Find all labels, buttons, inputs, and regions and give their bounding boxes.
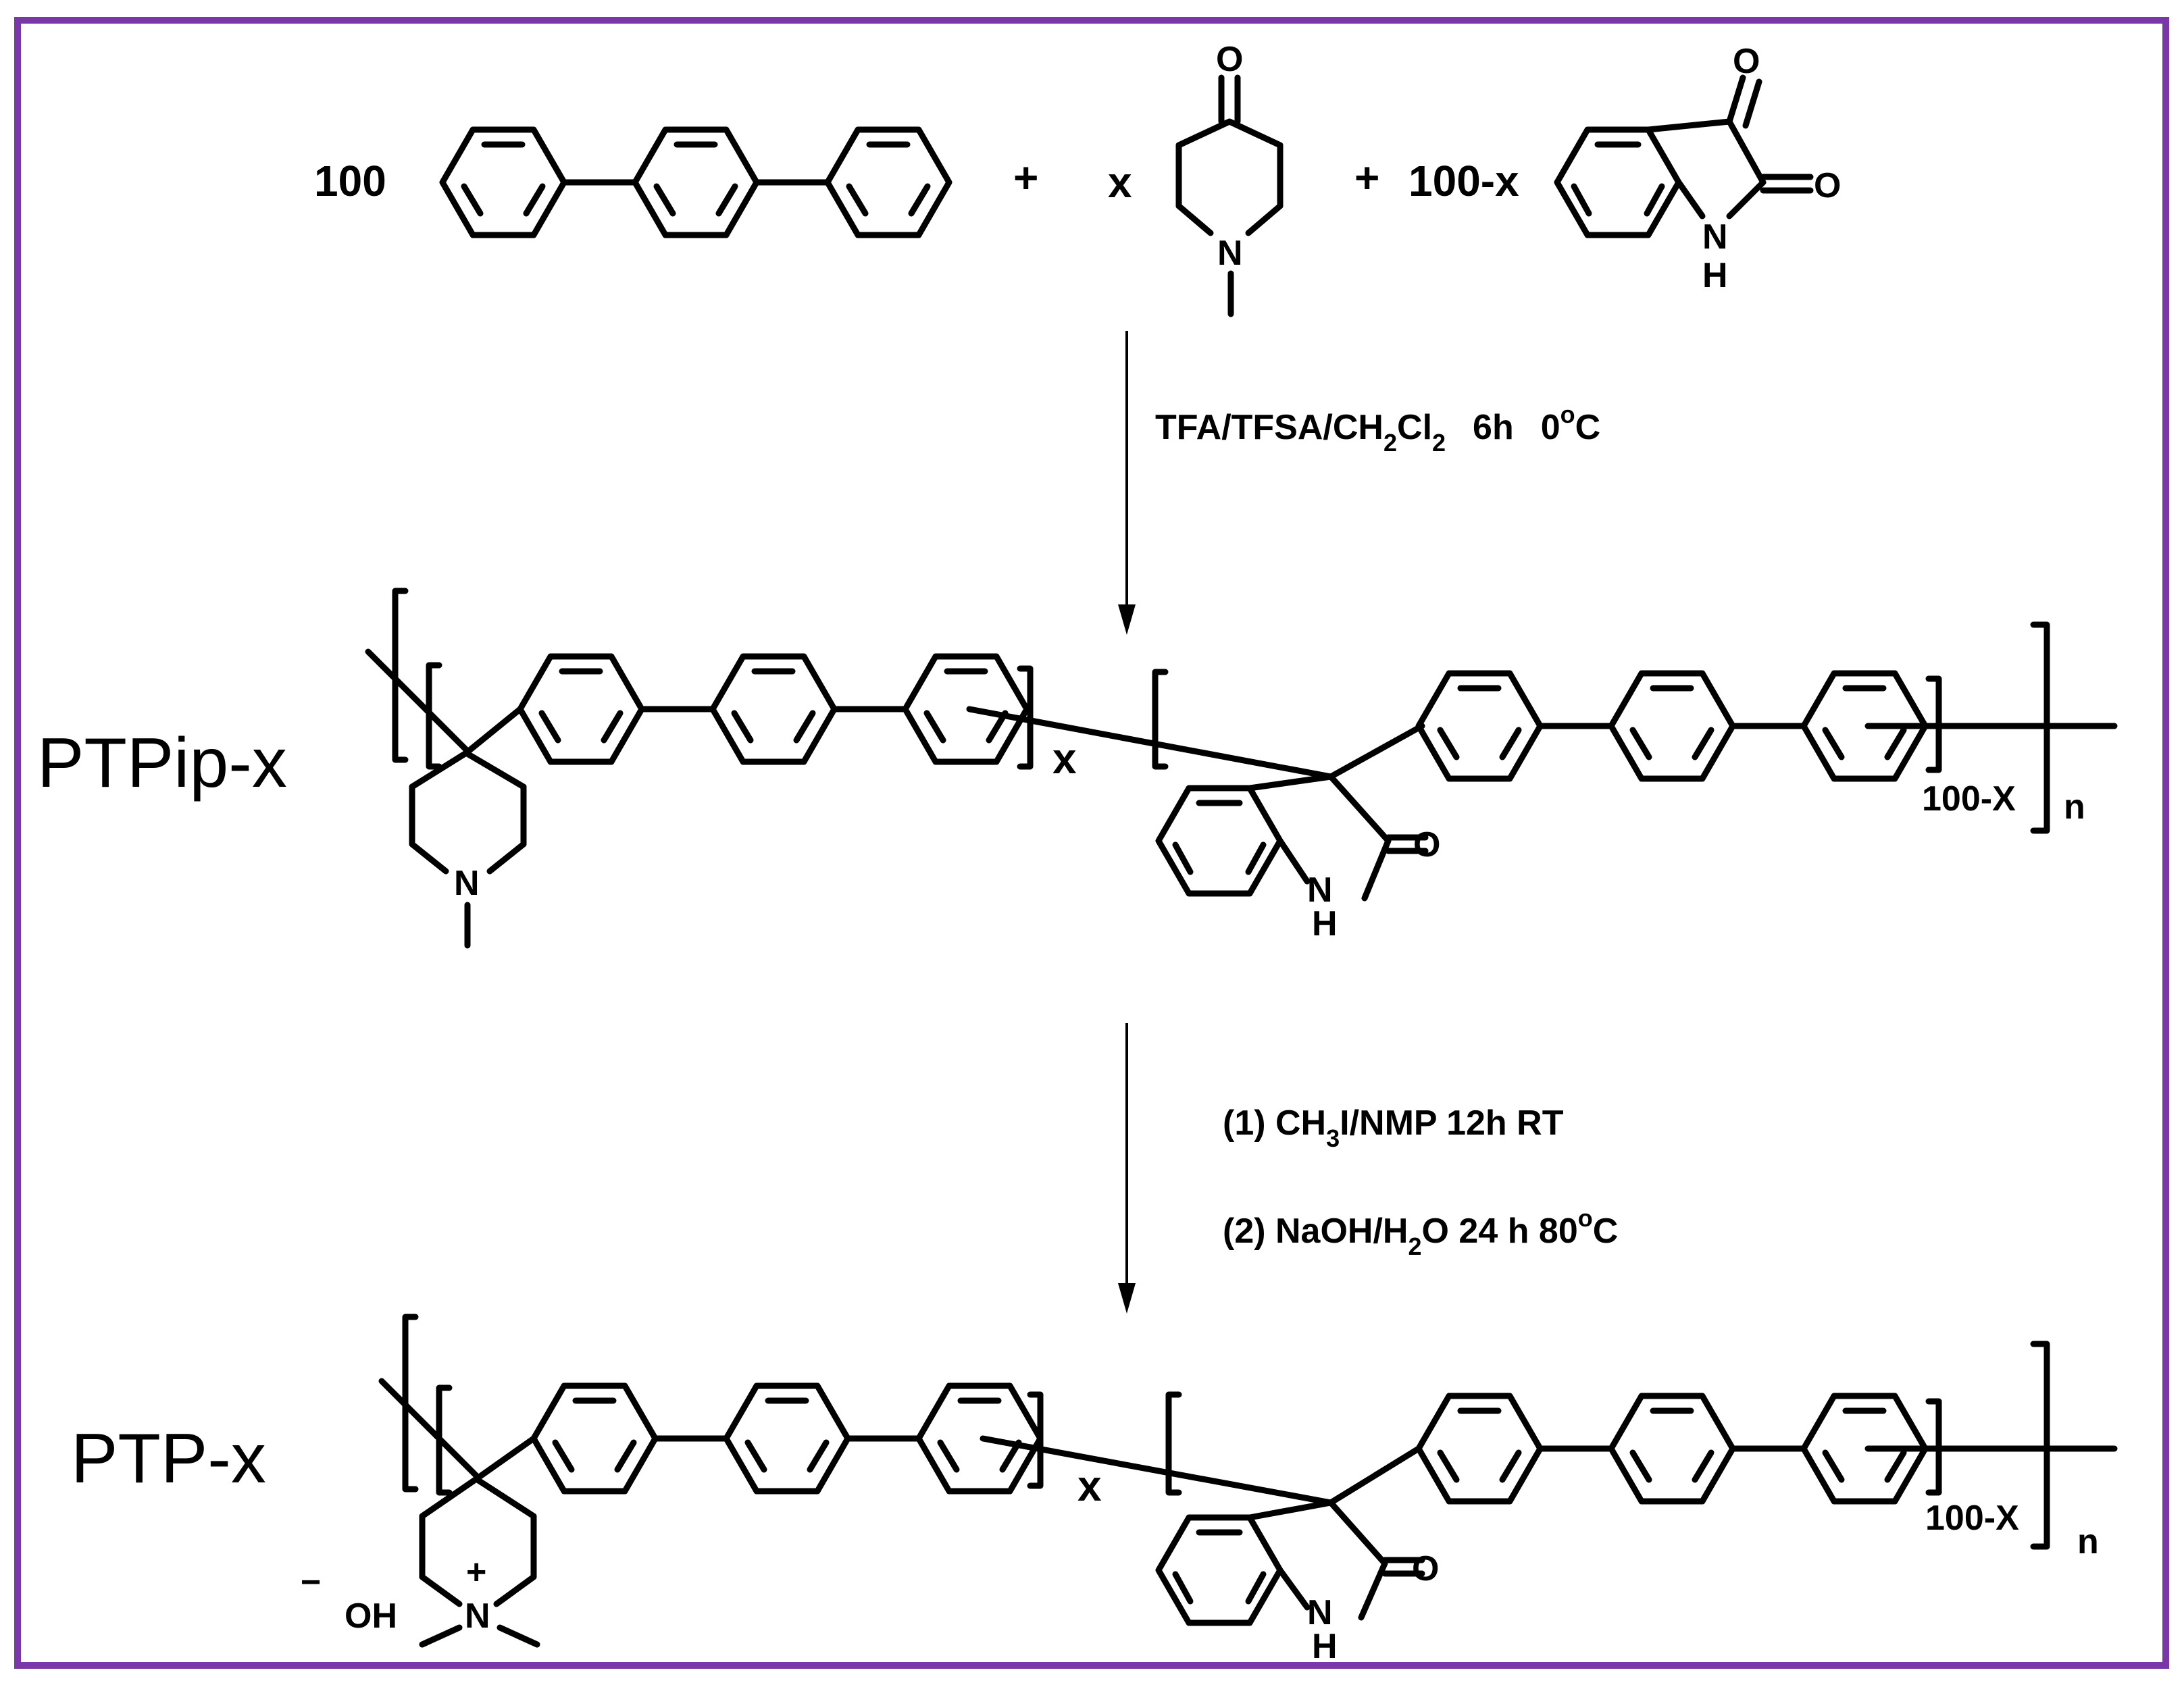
ptp-subscript-n: n <box>2077 1522 2099 1561</box>
plus-sign-2: + <box>1354 153 1379 202</box>
ptpip-label: PTPip-x <box>37 724 287 802</box>
ptp-subscript-x: x <box>1077 1461 1102 1510</box>
reaction-arrow-1 <box>1118 331 1136 635</box>
step2-conditions-line1: (1) CH3I/NMP 12h RT <box>1223 1104 1564 1152</box>
ptpip-subscript-n: n <box>2064 787 2085 827</box>
ptp-label: PTP-x <box>71 1420 266 1498</box>
piperidone-coefficient: x <box>1108 158 1132 207</box>
ptp-subscript-100x: 100-X <box>1925 1499 2019 1538</box>
ptp-cation-charge: + <box>466 1553 486 1592</box>
terphenyl-coefficient: 100 <box>314 157 386 205</box>
reactants-row: 100 + x O N + 100-x O <box>314 40 1841 317</box>
isatin-oxygen-top: O <box>1733 42 1760 81</box>
terphenyl-molecule <box>442 130 949 235</box>
ptpip-subscript-x: x <box>1052 734 1077 783</box>
isatin-oxygen-right: O <box>1814 166 1841 205</box>
step2-conditions-line2: (2) NaOH/H2O 24 h 80oC <box>1223 1204 1618 1260</box>
ptp-oxindole-h: H <box>1312 1627 1338 1666</box>
ptp-nitrogen: N <box>465 1597 490 1636</box>
piperidone-oxygen: O <box>1216 40 1243 79</box>
isatin-coefficient: 100-x <box>1408 157 1519 205</box>
plus-sign-1: + <box>1013 153 1038 202</box>
isatin-molecule: O O N H <box>1554 42 1841 295</box>
piperidone-nitrogen: N <box>1217 234 1243 273</box>
ptpip-polymer: PTPip-x N x O N H <box>37 588 2118 949</box>
ptp-counter-ion-charge: − <box>301 1563 321 1602</box>
ptp-counter-ion: OH <box>345 1597 397 1636</box>
ptp-oxindole-nh: N <box>1307 1593 1333 1632</box>
isatin-nitrogen: N <box>1702 217 1728 257</box>
ptpip-oxindole-h: H <box>1312 904 1338 943</box>
figure-frame <box>14 17 2169 1669</box>
ptpip-subscript-100x: 100-X <box>1922 779 2016 819</box>
ptp-polymer: PTP-x + N − OH x O N H 100-X <box>71 1314 2118 1666</box>
ptpip-nitrogen: N <box>454 864 480 903</box>
piperidone-molecule: O N <box>1175 40 1284 317</box>
isatin-hydrogen: H <box>1702 256 1728 295</box>
ptp-oxindole-oxygen: O <box>1412 1549 1439 1588</box>
ptpip-oxindole-oxygen: O <box>1413 825 1440 864</box>
reaction-arrow-2 <box>1118 1023 1136 1314</box>
ptpip-oxindole-nh: N <box>1307 871 1333 910</box>
